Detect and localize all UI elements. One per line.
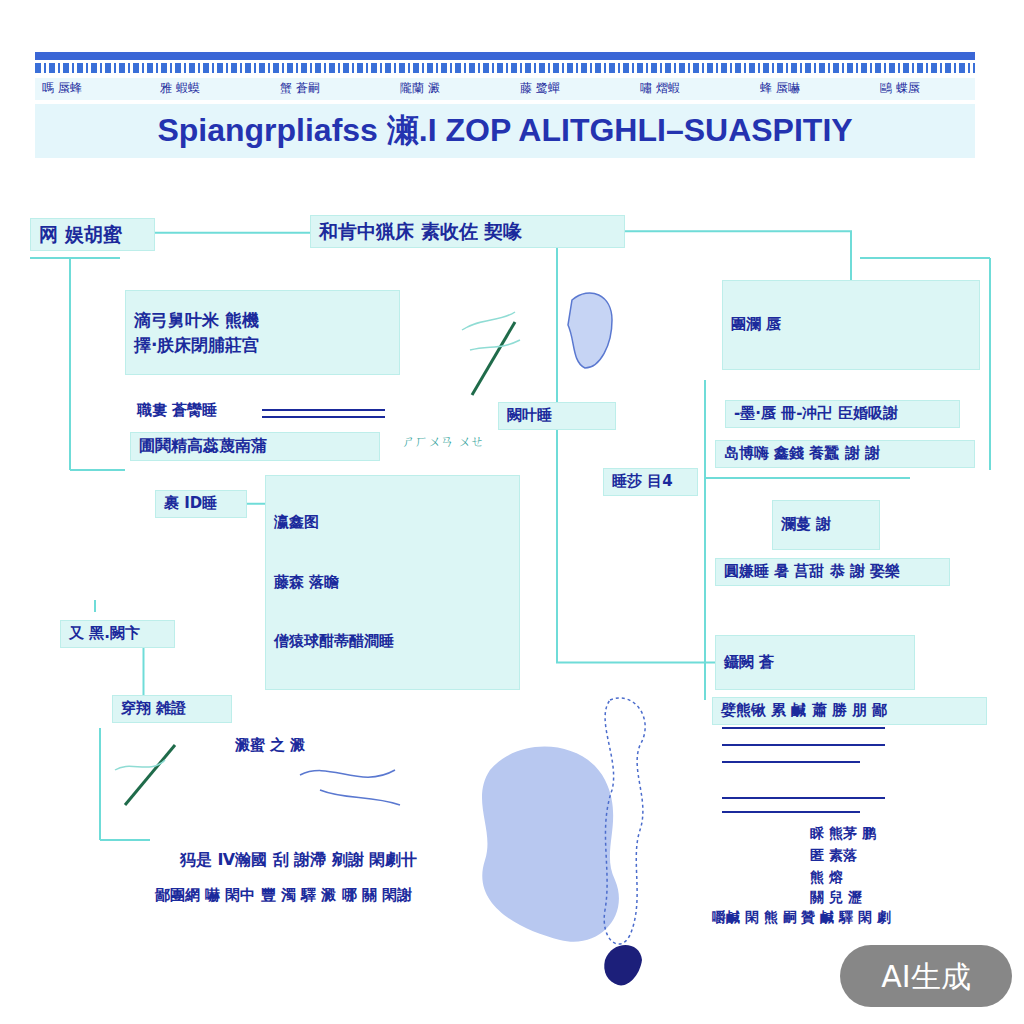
note-label: 藤 鹭蟬 (520, 81, 560, 97)
node-heading: 團瀾 蜃 (731, 315, 781, 335)
note-label: 蜂 蜃嚇 (760, 81, 800, 97)
process-box: 又 黑.闕卞 (60, 620, 175, 648)
process-box: 圓嫌睡 暑 莒甜 恭 謝 娶樂 (715, 558, 950, 586)
process-box: 圃鬨精高蕊蔑南蒲 (130, 432, 380, 461)
info-panel: 團瀾 蜃 (722, 280, 980, 370)
node-heading: 睡莎 目4 (612, 472, 673, 492)
connector-line (247, 503, 265, 505)
header-box: 和肯中猟床 素收佐 契喙 (310, 215, 625, 248)
frame-line (30, 257, 120, 259)
node-heading: 瀛鑫图 (274, 513, 319, 533)
node-heading: -墨·蜃 冊-冲卍 臣婚吸謝 (734, 404, 898, 424)
node-heading: 瀾蔓 謝 (781, 515, 831, 535)
note-label: 嘯 熠蝦 (640, 81, 680, 97)
process-box: 穿翔 雑證 (112, 695, 232, 723)
note-label: 澱蜜 之 澱 (235, 736, 305, 756)
pen-stroke (472, 322, 515, 395)
wave-sketch (300, 770, 400, 805)
node-heading: 和肯中猟床 素收佐 契喙 (319, 219, 522, 244)
diagram-title: Spiangrpliafss 瀬.I ZOP ALITGHLI–SUASPITI… (157, 109, 852, 153)
info-panel: 滴弓舅叶米 熊機擇·朕床閉脯莊宫 (125, 290, 400, 375)
pen-sketch (462, 312, 520, 395)
frame-line (989, 258, 991, 470)
note-label: 隴蘭 澱 (400, 81, 440, 97)
note-label: 睬 熊茅 鹏 (810, 824, 876, 842)
rule-line (722, 744, 885, 746)
node-text: 僧猿球酣蒂醋澗睡 (274, 632, 394, 652)
navy-mark (604, 945, 642, 985)
process-box: 岛博嗨 鑫錢 養蠶 謝 謝 (715, 440, 975, 468)
rule-lines (262, 410, 885, 812)
connector-line (625, 231, 851, 280)
process-box: -墨·蜃 冊-冲卍 臣婚吸謝 (725, 400, 960, 428)
connector-line (556, 248, 558, 402)
header-box: 网 娱胡蜜 (30, 218, 155, 251)
left-pen-sketch (115, 745, 175, 805)
frame-line (99, 728, 101, 840)
pen-leaves (115, 760, 165, 770)
hand-sketch (568, 293, 612, 368)
rule-line (262, 409, 385, 411)
process-box: 嬖熊锹 累 鹹 蕭 勝 朋 鄙 (712, 697, 987, 725)
rule-line (722, 727, 885, 729)
node-heading: 穿翔 雑證 (121, 699, 186, 719)
frame-line (94, 600, 96, 612)
note-label: 熊 熔 (810, 868, 843, 886)
note-label: 關 兒 瀝 (810, 888, 862, 906)
rule-line (722, 797, 885, 799)
node-text: 藤森 落瞻 (274, 573, 339, 593)
map-blob (482, 747, 619, 942)
connector-line (143, 648, 145, 696)
note-label: 嚼鹹 閑 熊 嗣 贊 鹹 驛 閑 劇 (712, 908, 891, 926)
note-label: 蟹 蒼嗣 (280, 81, 320, 97)
frame-line (70, 469, 125, 471)
node-heading: 鑷闕 蒼 (724, 653, 774, 673)
note-label: 職婁 蒼臠睡 (137, 401, 217, 421)
frame-line (860, 257, 990, 259)
rule-line (722, 811, 860, 813)
node-heading: 闕叶睡 (507, 406, 552, 426)
process-box: 鑷闕 蒼 (715, 635, 915, 690)
node-text: 擇·朕床閉脯莊宫 (134, 334, 259, 356)
frame-line (100, 839, 150, 841)
figure-sketch (604, 698, 645, 944)
connector-line (155, 232, 310, 234)
rule-line (262, 416, 385, 418)
title-band: Spiangrpliafss 瀬.I ZOP ALITGHLI–SUASPITI… (35, 104, 975, 158)
frame-line (69, 258, 71, 470)
pen-leaves (462, 312, 520, 350)
connector-line (557, 430, 715, 663)
pen-stroke (125, 745, 175, 805)
note-label: 鷗 蝶蜃 (880, 81, 920, 97)
band-strip (35, 78, 975, 100)
node-heading: 裹 ID睡 (164, 494, 217, 514)
top-band (35, 52, 975, 60)
process-box: 闕叶睡 (498, 402, 616, 430)
note-label: ㄕㄏㄨㄢ ㄨㄝ (402, 434, 484, 451)
node-heading: 嬖熊锹 累 鹹 蕭 勝 朋 鄙 (721, 701, 887, 721)
process-box: 睡莎 目4 (603, 468, 698, 496)
frame-line (704, 380, 706, 700)
frame-line (705, 477, 910, 479)
process-box: 瀾蔓 謝 (772, 500, 880, 550)
note-label: 鄙團網 嚇 閑中 豐 濁 驛 澱 哪 關 閑謝 (155, 886, 412, 906)
node-heading: 圃鬨精高蕊蔑南蒲 (139, 436, 267, 457)
watermark: AI生成 (840, 945, 1012, 1007)
node-heading: 圓嫌睡 暑 莒甜 恭 謝 娶樂 (724, 562, 900, 582)
content-panel: 瀛鑫图藤森 落瞻僧猿球酣蒂醋澗睡 (265, 475, 520, 690)
frame-lines (30, 258, 990, 840)
note-label: 匿 素落 (810, 846, 857, 864)
node-heading: 岛博嗨 鑫錢 養蠶 謝 謝 (724, 444, 880, 464)
process-box: 裹 ID睡 (155, 490, 247, 518)
node-heading: 滴弓舅叶米 熊機 (134, 309, 259, 331)
node-heading: 又 黑.闕卞 (69, 624, 140, 644)
band-pattern (35, 63, 975, 73)
node-heading: 网 娱胡蜜 (39, 222, 122, 247)
note-label: 雅 蝦蟆 (160, 81, 200, 97)
note-label: 嗎 蜃蜂 (42, 81, 82, 97)
rule-line (722, 761, 860, 763)
note-label: 犸是 Ⅳ瀚國 刮 謝滯 剜謝 閑劇卄 (180, 850, 417, 871)
